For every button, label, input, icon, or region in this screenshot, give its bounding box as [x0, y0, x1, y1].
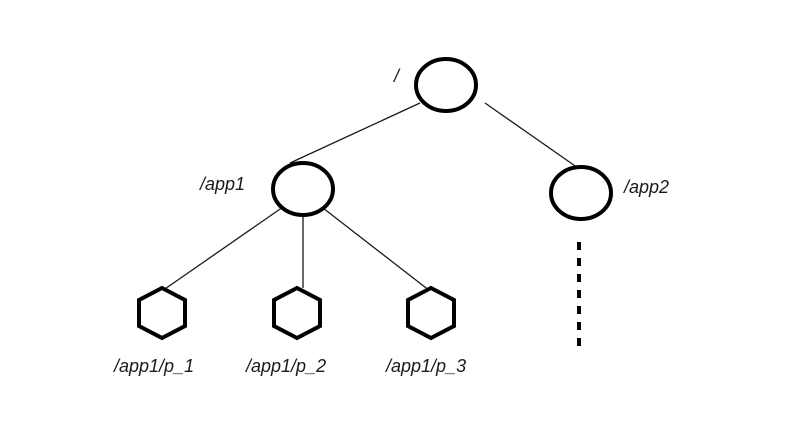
edge-app1-p1 [161, 206, 284, 292]
edge-app1-p3 [322, 207, 431, 292]
app1-node-label: /app1 [198, 174, 245, 194]
edge-root-app2 [484, 102, 579, 169]
app2-node-label: /app2 [622, 177, 669, 197]
p1-node [137, 285, 187, 341]
p2-node [272, 285, 322, 341]
edge-root-app1 [289, 102, 421, 164]
app1-node [271, 161, 335, 217]
root-node-label: / [392, 66, 401, 86]
root-node [414, 57, 478, 113]
p3-node [406, 285, 456, 341]
app2-node [549, 165, 613, 221]
p3-node-label: /app1/p_3 [384, 356, 466, 376]
p2-node-label: /app1/p_2 [244, 356, 326, 376]
p1-node-label: /app1/p_1 [112, 356, 194, 376]
